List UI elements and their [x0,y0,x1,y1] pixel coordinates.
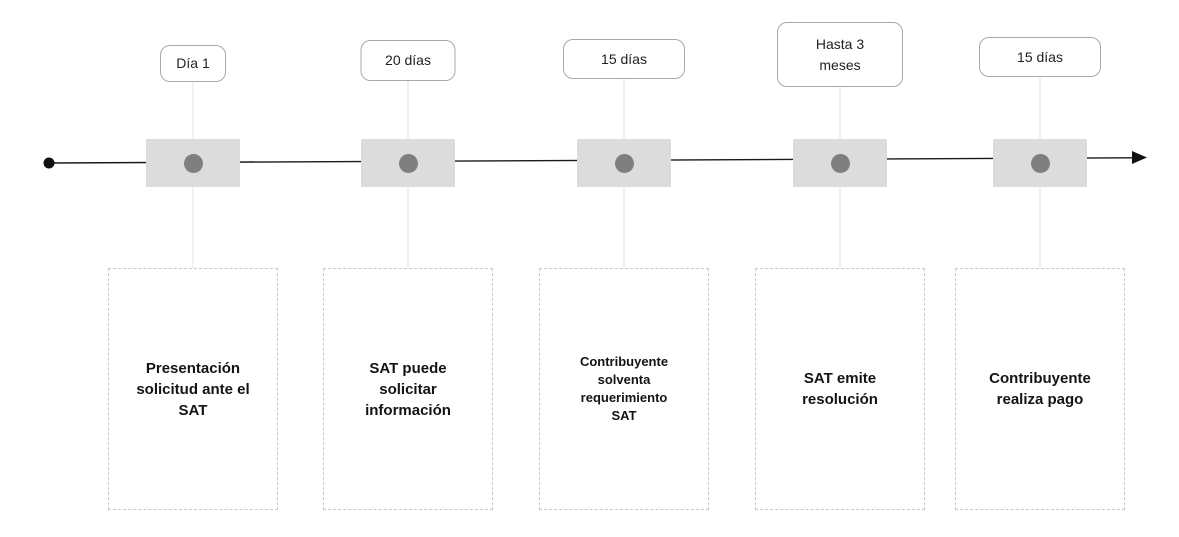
milestone-dot-icon [830,153,850,173]
step-description: Contribuyente realiza pago [989,370,1091,408]
duration-label: 15 días [979,37,1101,77]
duration-label: 20 días [360,40,456,81]
milestone-dot-icon [183,153,203,173]
step-description: SAT emite resolución [802,370,878,408]
duration-label: Hasta 3 meses [777,22,903,87]
milestone-marker [993,139,1087,187]
duration-label: Día 1 [160,45,226,82]
step-card: SAT puede solicitar información [323,268,493,510]
milestone-marker [577,139,671,187]
milestone-marker [793,139,887,187]
milestone-marker [361,139,455,187]
step-description: Presentación solicitud ante el SAT [136,359,250,419]
step-card: Contribuyente realiza pago [955,268,1125,510]
step-card: SAT emite resolución [755,268,925,510]
milestone-dot-icon [1030,153,1050,173]
step-description: SAT puede solicitar información [365,359,451,419]
duration-label: 15 días [563,39,685,79]
arrowhead-icon [1132,151,1147,164]
step-card: Presentación solicitud ante el SAT [108,268,278,510]
step-description: Contribuyente solventa requerimiento SAT [579,353,669,424]
milestone-dot-icon [614,153,634,173]
milestone-dot-icon [398,153,418,173]
milestone-marker [146,139,240,187]
step-card: Contribuyente solventa requerimiento SAT [539,268,709,510]
start-dot-icon [43,157,55,169]
